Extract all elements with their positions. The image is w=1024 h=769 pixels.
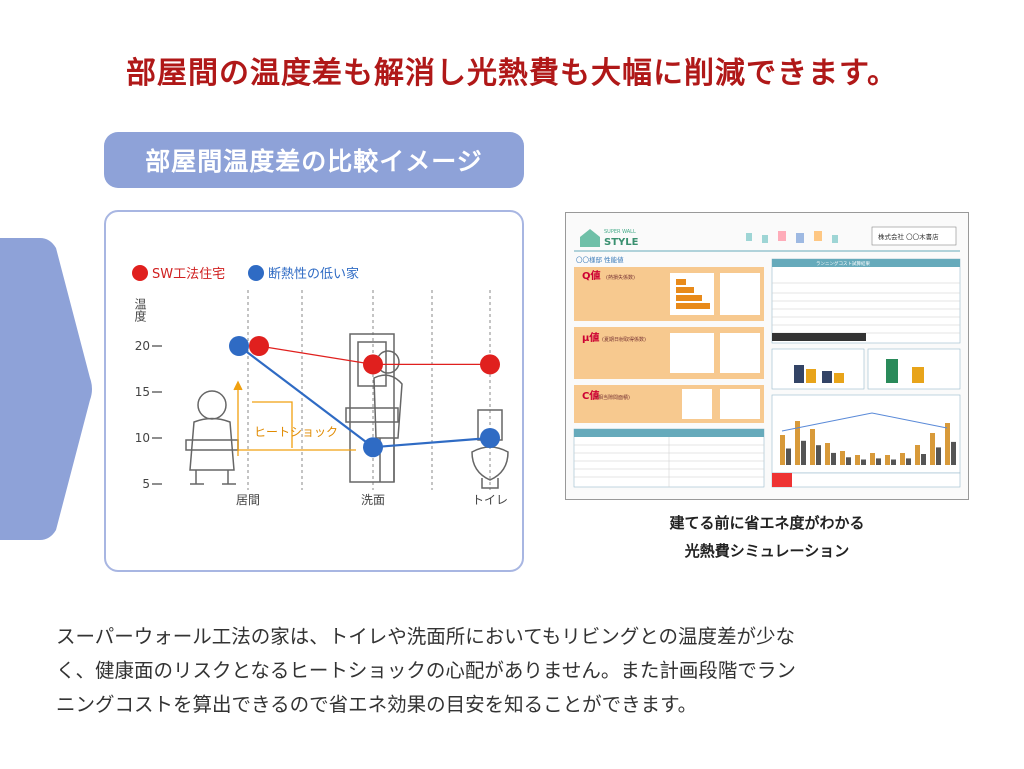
y-tick-label: 20	[135, 339, 150, 353]
report-monthly-bar	[810, 429, 815, 465]
series-point	[249, 336, 269, 356]
chart-legend: SW工法住宅 断熱性の低い家	[132, 265, 359, 282]
report-caption-line1: 建てる前に省エネ度がわかる	[669, 514, 865, 532]
report-sim-title: ランニングコスト試算結果	[816, 260, 870, 267]
legend-label-low: 断熱性の低い家	[268, 266, 359, 282]
report-c-label: C値	[582, 389, 599, 402]
washroom-illustration	[345, 333, 403, 483]
report-header-decor-icons	[746, 231, 838, 243]
report-monthly-bar	[891, 459, 896, 465]
series-point	[480, 354, 500, 375]
body-line: く、健康面のリスクとなるヒートショックの心配がありません。また計画段階でラン	[56, 659, 796, 682]
report-company: 株式会社 〇〇木書店	[878, 232, 939, 241]
report-monthly-line	[781, 412, 948, 432]
legend-marker-sw	[132, 265, 148, 281]
report-monthly-bar	[930, 433, 935, 465]
report-thumbnail: SUPER WALL STYLE 株式会社 〇〇木書店 〇〇様邸 性能値 Q値 …	[573, 226, 961, 488]
report-monthly-bar	[855, 455, 860, 465]
report-monthly-bar	[816, 445, 821, 465]
house-logo-icon	[580, 229, 600, 247]
heat-shock-label: ヒートショック	[254, 425, 338, 439]
report-q-label: Q値	[582, 269, 601, 282]
report-monthly-bar	[840, 451, 845, 465]
report-monthly-bar	[870, 453, 875, 465]
report-logo-main: STYLE	[604, 237, 639, 248]
body-line: ニングコストを算出できるので省エネ効果の目安を知ることができます。	[56, 693, 698, 716]
series-point	[229, 336, 249, 356]
y-tick-label: 10	[135, 431, 150, 445]
x-category-label: 居間	[236, 493, 260, 507]
comparison-title: 部屋間温度差の比較イメージ	[104, 132, 524, 188]
body-line: スーパーウォール工法の家は、トイレや洗面所においてもリビングとの温度差が少な	[56, 625, 796, 648]
comparison-chart-panel: SW工法住宅 断熱性の低い家 温度 20 15 10 5	[104, 210, 524, 572]
report-monthly-bar	[936, 447, 941, 465]
side-arrow-tab	[0, 238, 92, 540]
y-axis-label: 温度	[133, 298, 147, 322]
x-category-label: トイレ	[472, 493, 508, 507]
y-tick-label: 15	[135, 385, 150, 399]
report-caption-line2: 光熱費シミュレーション	[684, 542, 850, 560]
legend-label-sw: SW工法住宅	[152, 267, 225, 282]
heat-shock-annotation	[233, 380, 356, 456]
report-monthly-bar	[951, 441, 956, 465]
report-monthly-bar	[801, 440, 806, 465]
series-point	[363, 354, 383, 375]
series-point	[480, 428, 500, 448]
report-q-sub: (熱損失係数)	[606, 274, 635, 281]
page-headline: 部屋間の温度差も解消し光熱費も大幅に削減できます。	[126, 56, 898, 91]
body-paragraph: スーパーウォール工法の家は、トイレや洗面所においてもリビングとの温度差が少な く…	[56, 620, 976, 722]
report-monthly-bar	[780, 435, 785, 465]
report-monthly-bar	[846, 457, 851, 465]
report-logo-top: SUPER WALL	[604, 229, 636, 235]
temperature-chart: SW工法住宅 断熱性の低い家 温度 20 15 10 5	[132, 265, 509, 507]
report-c-sub: (相当隙間面積)	[596, 394, 630, 401]
report-monthly-bar	[921, 454, 926, 465]
report-monthly-bar	[915, 445, 920, 465]
report-monthly-bar	[876, 458, 881, 465]
report-mu-label: μ値	[582, 331, 599, 344]
series-point	[363, 437, 383, 458]
living-room-person-illustration	[185, 390, 239, 485]
report-monthly-bar	[831, 452, 836, 465]
report-section-title: 〇〇様邸 性能値	[576, 255, 624, 264]
report-monthly-bar	[786, 448, 791, 465]
report-monthly-bar	[861, 459, 866, 465]
legend-marker-low	[248, 265, 264, 281]
report-monthly-bar	[885, 455, 890, 465]
report-monthly-bar	[900, 453, 905, 465]
energy-simulation-report: SUPER WALL STYLE 株式会社 〇〇木書店 〇〇様邸 性能値 Q値 …	[565, 212, 969, 500]
report-monthly-bar	[825, 443, 830, 465]
report-monthly-bar	[945, 423, 950, 465]
report-monthly-bar	[795, 421, 800, 465]
y-tick-label: 5	[142, 477, 150, 491]
report-mu-sub: (夏期日射取得係数)	[602, 336, 646, 343]
report-monthly-bar	[906, 458, 911, 465]
x-category-label: 洗面	[361, 493, 385, 507]
